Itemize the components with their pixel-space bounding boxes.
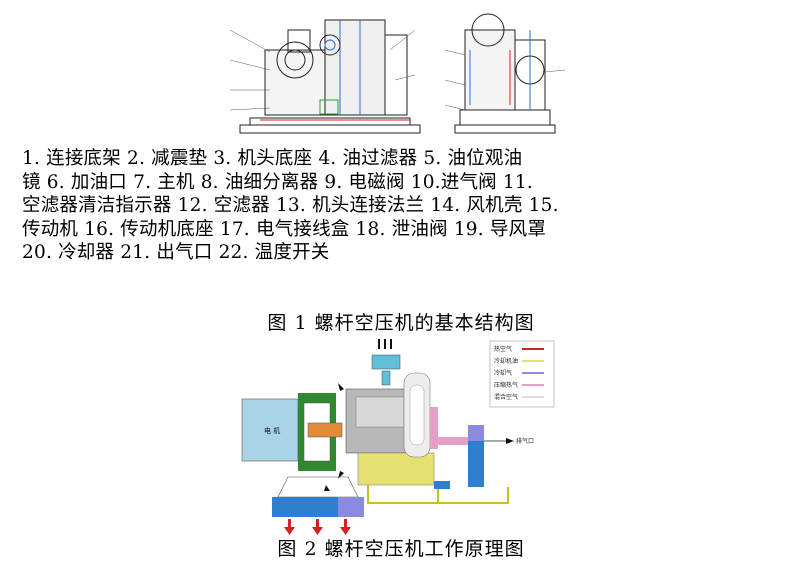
motor-label: 电 机 — [264, 426, 280, 435]
fan-arrows — [324, 383, 344, 491]
exhaust-arrows — [284, 519, 351, 535]
legend-cool-air: 冷却气 — [494, 369, 512, 377]
legend-line: 传动机 16. 传动机底座 17. 电气接线盒 18. 泄油阀 19. 导风罩 — [22, 218, 547, 240]
motor-block — [241, 398, 299, 462]
air-filter — [371, 354, 401, 370]
legend-hot-air: 热空气 — [494, 345, 512, 353]
legend-compressed: 压缩热气 — [494, 381, 518, 389]
figure2-caption: 图 2 螺杆空压机工作原理图 — [277, 538, 525, 560]
figure1-drawing — [230, 13, 566, 134]
figure1-caption: 图 1 螺杆空压机的基本结构图 — [267, 312, 535, 334]
legend-line: 1. 连接底架 2. 减震垫 3. 机头底座 4. 油过滤器 5. 油位观油 — [22, 148, 523, 169]
compressor-side-view — [444, 13, 566, 134]
legend-line: 镜 6. 加油口 7. 主机 8. 油细分离器 9. 电磁阀 10.进气阀 11… — [22, 171, 533, 193]
exhaust-label: 排气口 — [516, 437, 534, 445]
legend-line: 空滤器清洁指示器 12. 空滤器 13. 机头连接法兰 14. 风机壳 15. — [22, 195, 559, 216]
flow-legend: 热空气 冷却机油 冷却气 压缩热气 混合空气 — [489, 340, 555, 408]
compressor-front-view — [230, 19, 421, 134]
legend-cool-oil: 冷却机油 — [494, 357, 518, 365]
legend-mixed: 混合空气 — [494, 393, 518, 401]
legend-line: 20. 冷却器 21. 出气口 22. 温度开关 — [22, 242, 330, 263]
figure2-diagram: 电 机 排气口 热空气 冷却机油 冷却气 — [241, 339, 555, 535]
parts-legend: 1. 连接底架 2. 减震垫 3. 机头底座 4. 油过滤器 5. 油位观油 镜… — [22, 147, 782, 265]
